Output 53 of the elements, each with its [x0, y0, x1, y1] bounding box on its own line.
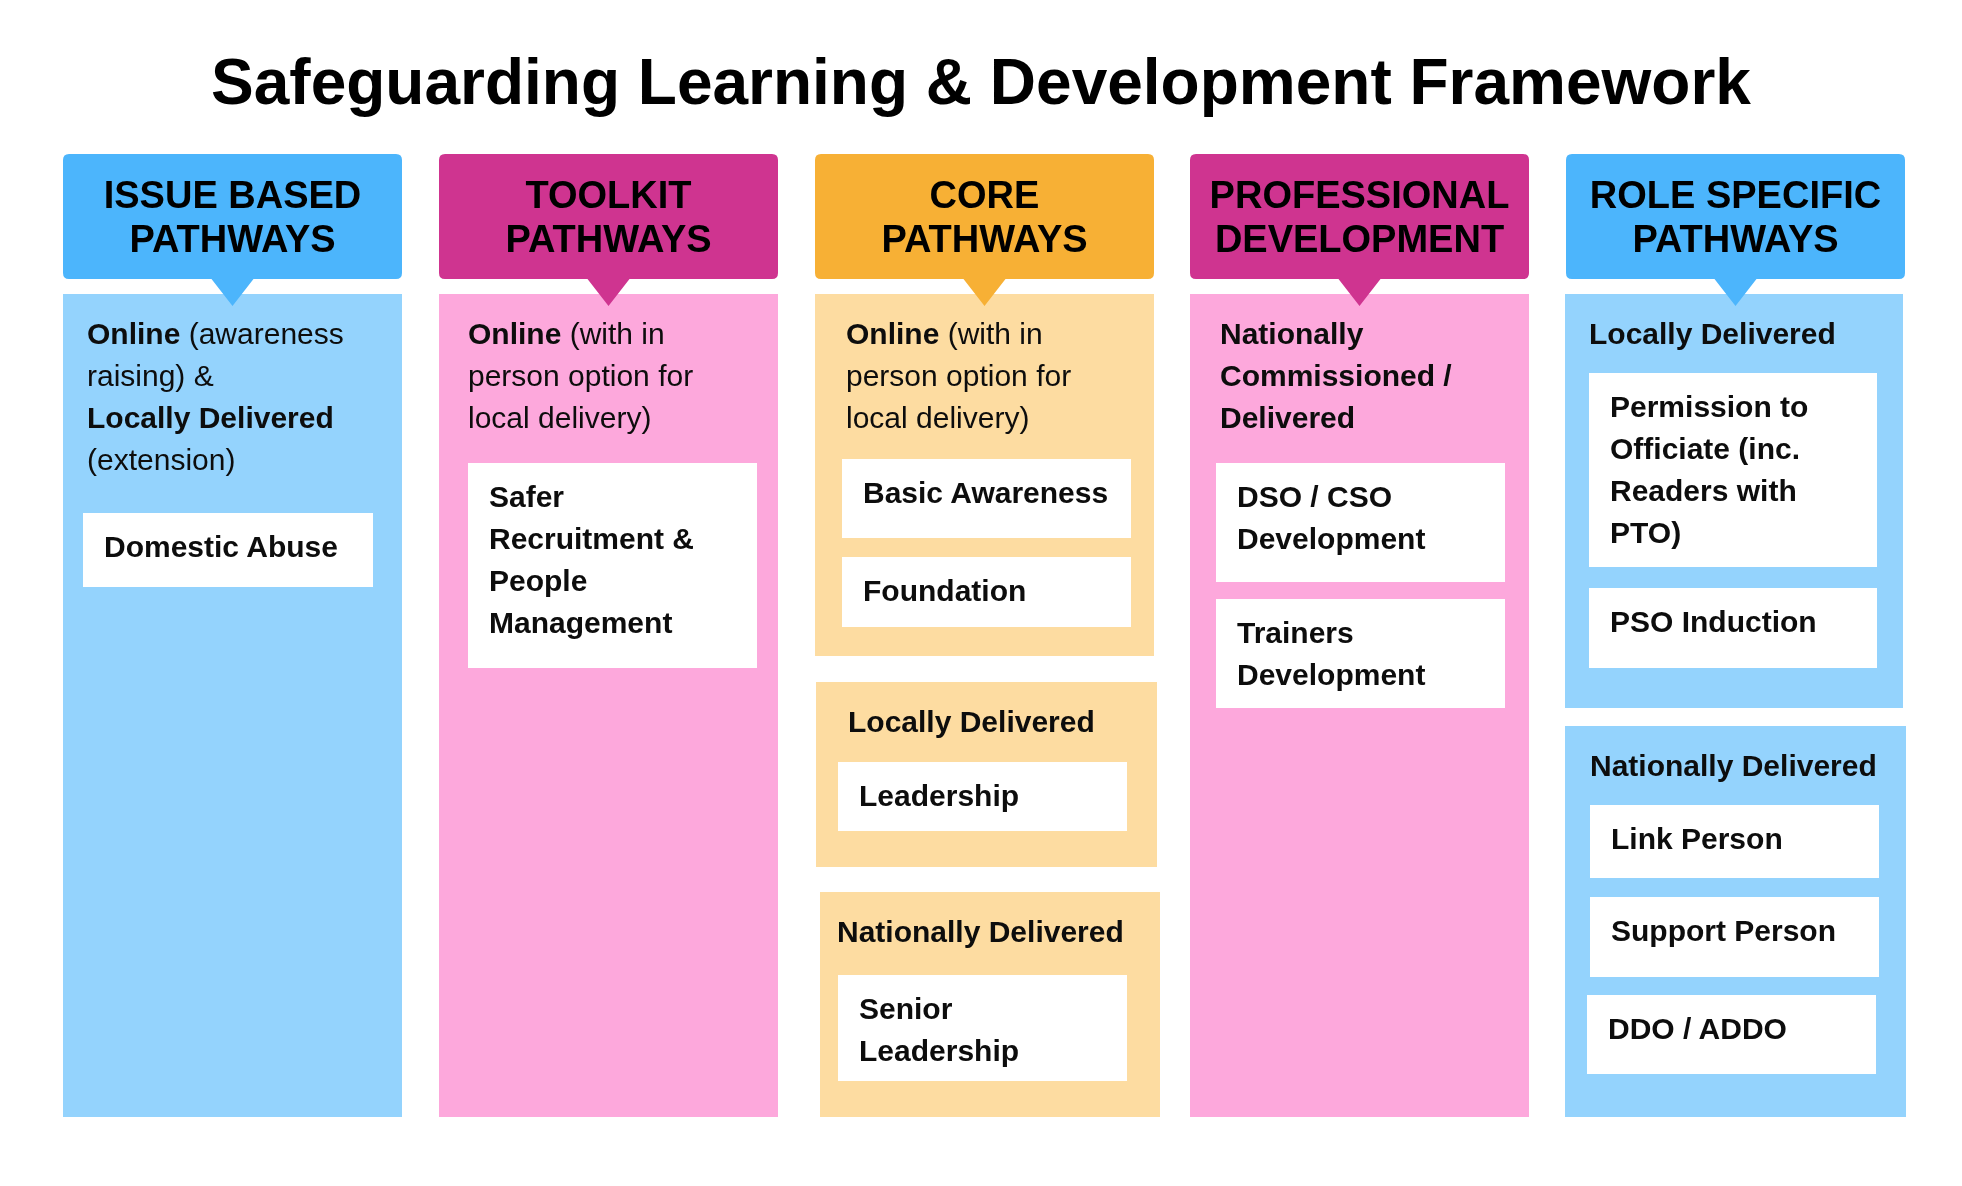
- course-card: [1590, 897, 1879, 977]
- course-name: Leadership: [859, 778, 1021, 814]
- panel-heading: Locally Delivered: [1589, 316, 1837, 352]
- diagram-title: Safeguarding Learning & Development Framework: [211, 45, 1751, 120]
- panel-heading: Online (with in person option for local delivery): [468, 316, 695, 436]
- course-name: DSO / CSO Development: [1237, 479, 1427, 557]
- course-name: Foundation: [863, 573, 1028, 609]
- panel-heading: Online (with in person option for local delivery): [846, 316, 1073, 436]
- course-card: [1589, 373, 1877, 567]
- course-card: [842, 557, 1131, 627]
- course-card: [468, 463, 757, 668]
- column-heading: TOOLKIT PATHWAYS: [504, 172, 713, 261]
- course-card: [83, 513, 373, 587]
- course-name: PSO Induction: [1610, 604, 1818, 640]
- panel-heading: Nationally Commissioned / Delivered: [1220, 316, 1453, 436]
- column-panel: [439, 294, 778, 1117]
- header-callout: [815, 154, 1154, 306]
- column-panel: [1190, 294, 1529, 1117]
- header-callout: [1190, 154, 1529, 306]
- course-name: Senior Leadership: [859, 991, 1021, 1069]
- column-panel: [1565, 294, 1903, 708]
- header-callout: [439, 154, 778, 306]
- column-heading: ROLE SPECIFIC PATHWAYS: [1588, 172, 1883, 261]
- column-panel: [1565, 726, 1906, 1117]
- course-name: Support Person: [1611, 913, 1837, 949]
- course-card: [1216, 463, 1505, 582]
- column-panel: [815, 294, 1154, 656]
- panel-heading: Online (awareness raising) & Locally Delivered (extension): [87, 316, 345, 478]
- course-card: [842, 459, 1131, 538]
- course-name: Basic Awareness: [863, 475, 1110, 511]
- header-callout: [63, 154, 402, 306]
- course-name: DDO / ADDO: [1608, 1011, 1788, 1047]
- column-panel: [820, 892, 1160, 1117]
- course-card: [838, 762, 1127, 831]
- column-heading: CORE PATHWAYS: [880, 172, 1089, 261]
- course-card: [1587, 995, 1876, 1074]
- course-card: [838, 975, 1127, 1081]
- course-card: [1589, 588, 1877, 668]
- panel-heading: Nationally Delivered: [837, 914, 1125, 950]
- panel-heading: Locally Delivered: [848, 704, 1096, 740]
- panel-heading: Nationally Delivered: [1590, 748, 1878, 784]
- header-callout: [1566, 154, 1905, 306]
- column-panel: [63, 294, 402, 1117]
- course-name: Safer Recruitment & People Management: [489, 479, 696, 641]
- column-heading: ISSUE BASED PATHWAYS: [102, 172, 363, 261]
- course-card: [1216, 599, 1505, 708]
- column-heading: PROFESSIONAL DEVELOPMENT: [1208, 172, 1511, 261]
- course-name: Domestic Abuse: [104, 529, 339, 565]
- column-panel: [816, 682, 1157, 867]
- course-name: Trainers Development: [1237, 615, 1427, 693]
- course-card: [1590, 805, 1879, 878]
- course-name: Link Person: [1611, 821, 1784, 857]
- course-name: Permission to Officiate (inc. Readers with PTO): [1610, 389, 1810, 551]
